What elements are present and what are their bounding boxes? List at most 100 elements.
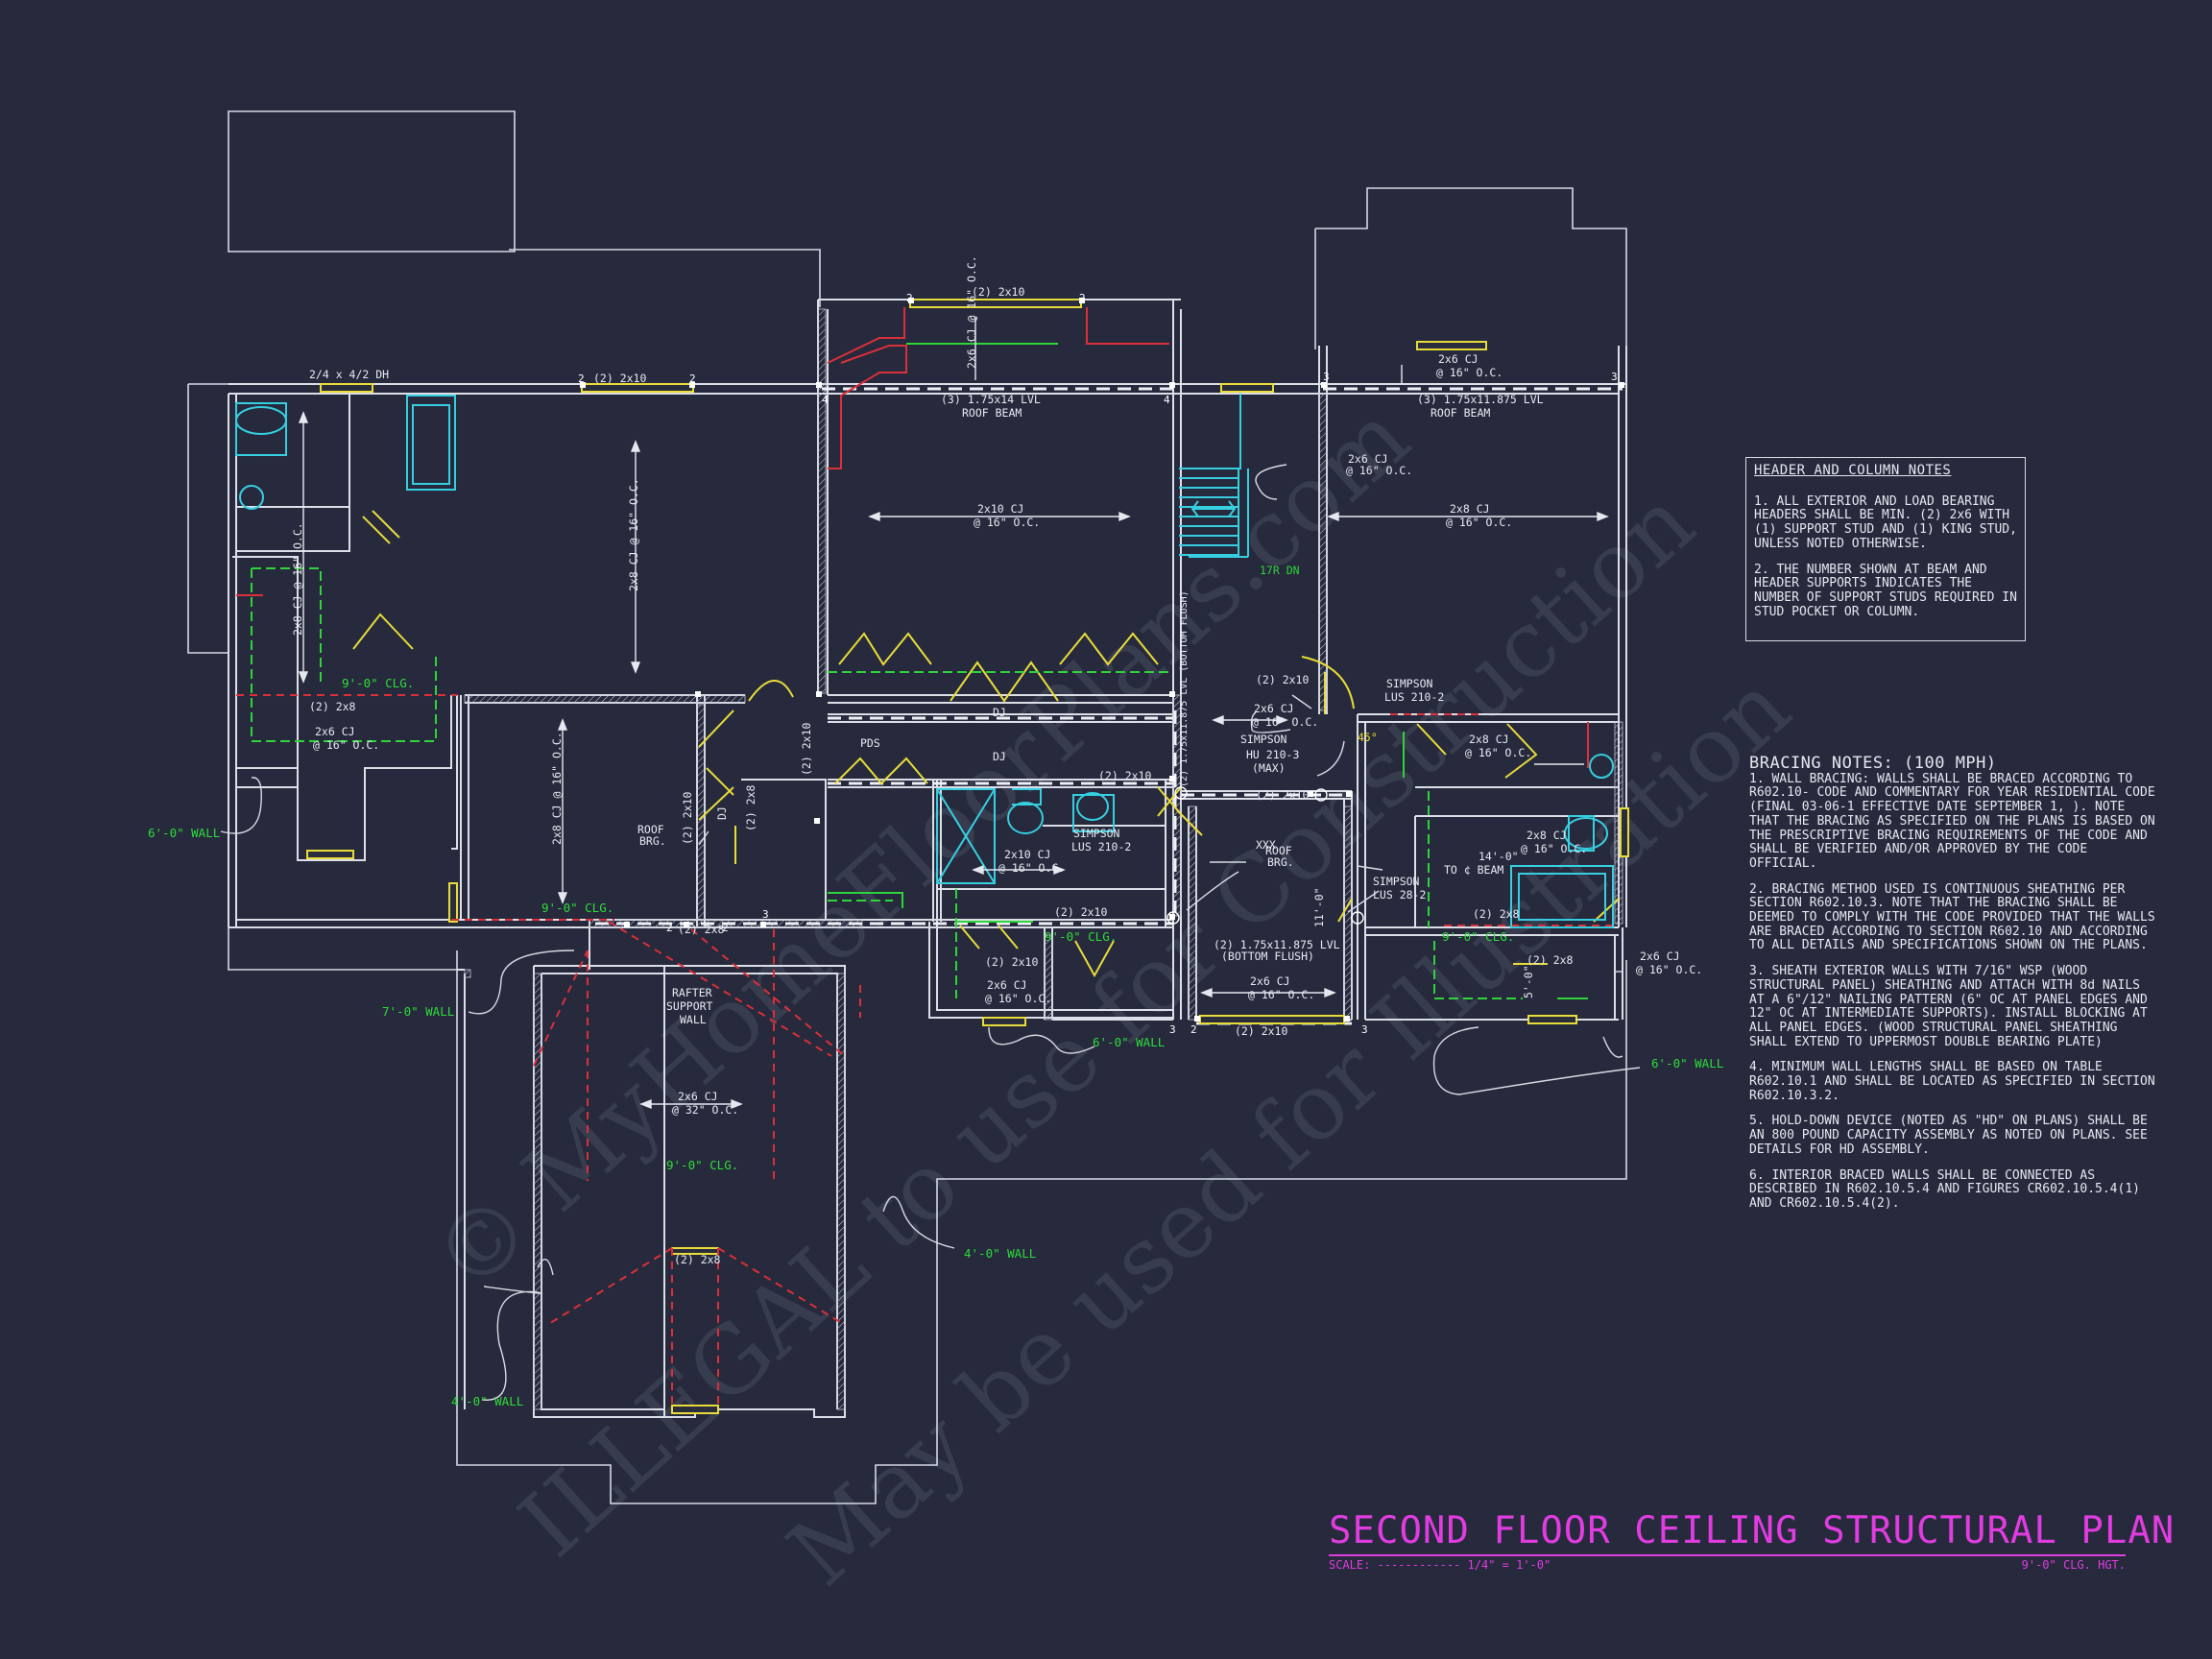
- joist-label: @ 16" O.C.: [313, 738, 379, 752]
- leader-lines: [220, 464, 1641, 1401]
- wall-length-label: 7'-0" WALL: [382, 1004, 454, 1019]
- wall-length-label: 4'-0" WALL: [451, 1394, 523, 1408]
- pds-label: PDS: [860, 736, 880, 750]
- stud-count: 3: [762, 908, 769, 921]
- joist-label: @ 16" O.C.: [985, 992, 1051, 1005]
- joist-label: @ 16" O.C.: [998, 861, 1065, 875]
- walls: [228, 299, 1627, 1418]
- bracing-note-item: 3. SHEATH EXTERIOR WALLS WITH 7/16" WSP …: [1749, 964, 2148, 1049]
- joist-label: @ 16" O.C.: [1465, 746, 1531, 759]
- header-label: (2) 2x10: [1256, 788, 1309, 802]
- joist-label: 2x8 CJ @ 16" O.C.: [550, 732, 564, 845]
- header-label: (2) 2x8: [744, 784, 757, 831]
- joist-label: 2x8 CJ: [1527, 829, 1567, 842]
- header-label: (2) 2x8: [309, 700, 356, 713]
- bracing-notes-heading: BRACING NOTES: (100 MPH): [1749, 754, 1997, 773]
- dimension-label: 5'-0": [1522, 965, 1535, 998]
- beam-label: (2) 1.75x11.875 LVL (BOTTOM FLUSH): [1179, 590, 1190, 787]
- joist-label: 2x8 CJ @ 16" O.C.: [291, 522, 304, 636]
- header-label: (2) 2x10: [1054, 905, 1107, 919]
- bracing-note-item: 6. INTERIOR BRACED WALLS SHALL BE CONNEC…: [1749, 1167, 2140, 1211]
- dj-label: DJ: [993, 706, 1006, 719]
- dimension-label: 11'-0": [1312, 887, 1326, 927]
- simpson-label: SIMPSON: [1373, 875, 1420, 888]
- joist-label: 2x8 CJ: [1469, 733, 1509, 746]
- roof-bearing-label: BRG.: [1267, 855, 1294, 869]
- joist-label: 2x6 CJ: [1250, 974, 1290, 988]
- bracing-note-item: 5. HOLD-DOWN DEVICE (NOTED AS "HD" ON PL…: [1749, 1114, 2148, 1157]
- joist-label: 2x6 CJ: [1438, 352, 1479, 366]
- simpson-label: LUS 210-2: [1384, 690, 1444, 704]
- header-label: (2) 2x10: [593, 372, 646, 385]
- header-label: (2) 2x10: [1256, 673, 1309, 686]
- roof-bearing-label: ROOF: [1265, 844, 1292, 857]
- joist-label: @ 16" O.C.: [1521, 842, 1587, 855]
- joist-label: @ 16" O.C.: [1252, 715, 1318, 729]
- window-label: 2/4 x 4/2 DH: [309, 368, 389, 381]
- ceiling-outlines-solid: [828, 343, 1588, 999]
- simpson-label: (MAX): [1252, 761, 1286, 775]
- joist-label: @ 16" O.C.: [974, 516, 1040, 529]
- dj-label: DJ: [715, 806, 729, 820]
- header-label: (2) 2x8: [1527, 953, 1574, 967]
- joist-label: @ 16" O.C.: [1436, 366, 1503, 379]
- scale-value: 1/4" = 1'-0": [1467, 1558, 1551, 1572]
- scale-row: SCALE: ------------ 1/4" = 1'-0" 9'-0" C…: [1329, 1558, 2126, 1572]
- joist-label: 2x10 CJ: [1004, 848, 1050, 861]
- title-block: SECOND FLOOR CEILING STRUCTURAL PLAN SCA…: [1329, 1509, 2174, 1572]
- wall-length-label: 6'-0" WALL: [1093, 1035, 1165, 1049]
- outline-lines: [187, 110, 1627, 1504]
- ceiling-height-label: 9'-0" CLG.: [541, 901, 613, 915]
- ceiling-changes-solid: [236, 307, 1589, 768]
- simpson-label: SIMPSON: [1073, 827, 1120, 840]
- roof-bearing-label: ROOF: [637, 823, 664, 836]
- joist-label: 2x8 CJ @ 16" O.C.: [627, 478, 640, 591]
- joist-label: @ 16" O.C.: [1446, 516, 1512, 529]
- header-note-item: 2. THE NUMBER SHOWN AT BEAM AND HEADER S…: [1754, 562, 2017, 619]
- joist-label: @ 32" O.C.: [672, 1103, 738, 1117]
- headers: [306, 299, 1629, 1414]
- bracing-note-item: 4. MINIMUM WALL LENGTHS SHALL BE BASED O…: [1749, 1060, 2155, 1103]
- wall-length-label: 6'-0" WALL: [148, 826, 220, 840]
- header-label: (2) 2x10: [800, 723, 813, 776]
- joist-label: @ 16" O.C.: [1636, 963, 1702, 976]
- beam-label: ROOF BEAM: [1431, 406, 1490, 420]
- rafter-label: RAFTER: [672, 986, 712, 999]
- joist-label: 2x6 CJ: [987, 978, 1027, 992]
- stud-count: 2: [1190, 1023, 1197, 1036]
- header-label: (2) 2x10: [1098, 769, 1151, 782]
- stud-count: 2: [722, 922, 729, 934]
- header-label: (2) 2x10: [972, 285, 1024, 299]
- angle-label: 45°: [1358, 731, 1378, 744]
- joist-arrows: [298, 317, 1609, 1110]
- title-underline: [1329, 1554, 2126, 1556]
- header-label: (2) 2x10: [1235, 1024, 1287, 1038]
- dj-label: DJ: [993, 750, 1006, 763]
- stud-count: 3: [1323, 371, 1330, 383]
- ceiling-height-label: 9'-0" CLG.: [1442, 929, 1514, 944]
- ceiling-height-label: 9'-0" CLG.: [1045, 929, 1117, 944]
- joist-label: 2x8 CJ: [1450, 502, 1490, 516]
- beam-label: (3) 1.75x11.875 LVL: [1417, 393, 1544, 406]
- header-label: (2) 2x8: [1473, 907, 1520, 921]
- ceiling-height-note: 9'-0" CLG. HGT.: [2021, 1558, 2126, 1572]
- roof-bearing-label: BRG.: [639, 834, 666, 848]
- header-column-notes: HEADER AND COLUMN NOTES 1. ALL EXTERIOR …: [1745, 457, 2026, 642]
- bracing-note-item: 2. BRACING METHOD USED IS CONTINUOUS SHE…: [1749, 881, 2155, 953]
- fixtures: [235, 394, 1614, 928]
- bracing-note-item: 1. WALL BRACING: WALLS SHALL BE BRACED A…: [1749, 771, 2155, 871]
- joist-label: 2x6 CJ @ 16" O.C.: [965, 255, 978, 369]
- joist-label: 2x6 CJ: [1348, 452, 1388, 466]
- stud-markers: 2 2 2 2 3 3 4 4 2 3 3 2 2 3: [578, 292, 1624, 1036]
- scale-group: SCALE: ------------ 1/4" = 1'-0": [1329, 1558, 1551, 1572]
- joist-label: @ 16" O.C.: [1248, 988, 1314, 1001]
- simpson-label: LUS 210-2: [1071, 840, 1131, 854]
- simpson-label: HU 210-3: [1246, 748, 1299, 761]
- joist-label: 2x6 CJ: [315, 725, 355, 738]
- scale-dashes: ------------: [1377, 1558, 1461, 1572]
- stud-count: 3: [1361, 1023, 1368, 1036]
- header-note-item: 1. ALL EXTERIOR AND LOAD BEARING HEADERS…: [1754, 493, 2017, 551]
- joist-label: 2x6 CJ: [1640, 950, 1680, 963]
- stair-label: 17R DN: [1260, 564, 1300, 577]
